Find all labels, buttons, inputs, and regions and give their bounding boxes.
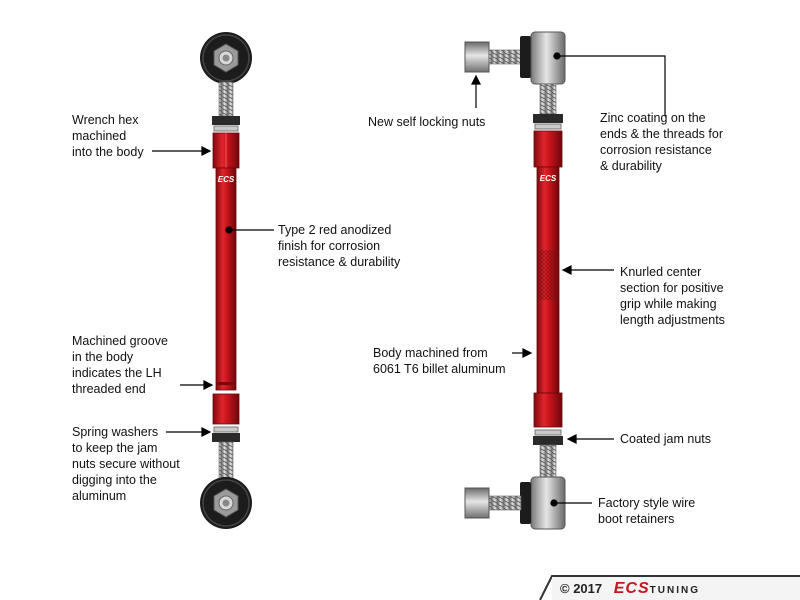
callout-spring-washers: Spring washers to keep the jam nuts secu… — [72, 425, 180, 503]
callout-machined-groove: Machined groove in the body indicates th… — [72, 334, 168, 396]
left-link-rod: ECS — [200, 32, 252, 529]
jam-nut — [212, 116, 240, 125]
bolt-head — [464, 41, 490, 73]
wire-boot-retainer — [520, 482, 531, 524]
threaded-stud — [218, 441, 234, 479]
machined-groove — [216, 382, 236, 385]
callout-body-machined: Body machined from 6061 T6 billet alumin… — [373, 346, 506, 376]
rod-logo: ECS — [540, 174, 557, 183]
top-rod-end — [464, 31, 566, 130]
anodized-body: ECS — [212, 132, 240, 425]
bolt-head — [464, 487, 490, 519]
bolt-shank — [488, 49, 522, 65]
callout-zinc-coating: Zinc coating on the ends & the threads f… — [600, 111, 723, 173]
top-rod-end — [200, 32, 252, 132]
callout-boot-retainers: Factory style wire boot retainers — [598, 496, 696, 526]
self-locking-nut — [520, 36, 531, 78]
bolt-shank — [488, 495, 522, 511]
footer-swoosh — [539, 575, 800, 600]
callout-coated-jam-nuts: Coated jam nuts — [620, 432, 712, 446]
callout-wrench-hex: Wrench hex machined into the body — [72, 113, 144, 159]
brand-suffix: TUNING — [649, 585, 700, 596]
jam-nut — [533, 436, 563, 445]
anodized-body: ECS — [533, 130, 563, 428]
footer: © 2017 ECSTUNING — [560, 580, 700, 598]
callout-self-locking-nuts: New self locking nuts — [368, 115, 486, 129]
threaded-stud — [539, 444, 557, 478]
bottom-rod-end — [464, 429, 566, 530]
rod-logo: ECS — [218, 175, 235, 184]
bottom-rod-end — [200, 426, 252, 529]
callout-red-anodized: Type 2 red anodized finish for corrosion… — [278, 223, 401, 269]
copyright: © 2017 — [560, 581, 603, 596]
callout-knurled-section: Knurled center section for positive grip… — [620, 265, 725, 327]
brand-logo: ECS — [613, 580, 650, 597]
callout-lines — [152, 52, 666, 507]
spring-washer — [213, 125, 239, 132]
knurled-section — [537, 250, 559, 300]
threaded-stud — [218, 81, 234, 117]
spring-washer — [213, 426, 239, 433]
right-link-rod: ECS — [464, 31, 566, 530]
jam-nut — [533, 114, 563, 123]
threaded-stud — [539, 83, 557, 115]
jam-nut — [212, 433, 240, 442]
